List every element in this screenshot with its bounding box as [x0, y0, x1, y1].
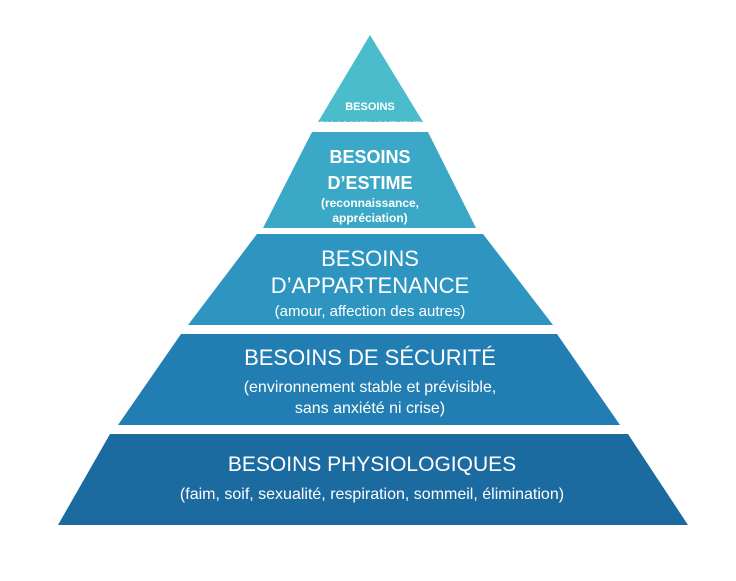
- tier-safety-detail-1: (environnement stable et prévisible,: [244, 379, 497, 396]
- tier-safety-title-1: BESOINS DE SÉCURITÉ: [244, 345, 496, 370]
- tier-safety: [118, 334, 620, 425]
- tier-esteem-detail-1: (reconnaissance,: [321, 196, 419, 210]
- tier-esteem-title-2: D’ESTIME: [327, 173, 412, 193]
- tier-belonging: [188, 234, 553, 325]
- tier-self-actualization-title-1: BESOINS: [345, 101, 395, 113]
- tier-self-actualization-title-2: D’ACCOMPLISSEMENT: [320, 120, 421, 130]
- tier-belonging-detail-1: (amour, affection des autres): [275, 303, 466, 320]
- tier-physiological: [58, 434, 688, 525]
- tier-esteem-detail-2: appréciation): [332, 211, 407, 225]
- tier-esteem: [263, 132, 476, 228]
- tier-safety-detail-2: sans anxiété ni crise): [295, 400, 445, 417]
- tier-physiological-detail-1: (faim, soif, sexualité, respiration, som…: [180, 486, 564, 503]
- tier-esteem-title-1: BESOINS: [329, 147, 410, 167]
- tier-belonging-title-1: BESOINS: [321, 246, 419, 271]
- tier-self-actualization: [318, 35, 423, 122]
- tier-belonging-title-2: D’APPARTENANCE: [271, 273, 469, 298]
- tier-physiological-title-1: BESOINS PHYSIOLOGIQUES: [228, 453, 516, 476]
